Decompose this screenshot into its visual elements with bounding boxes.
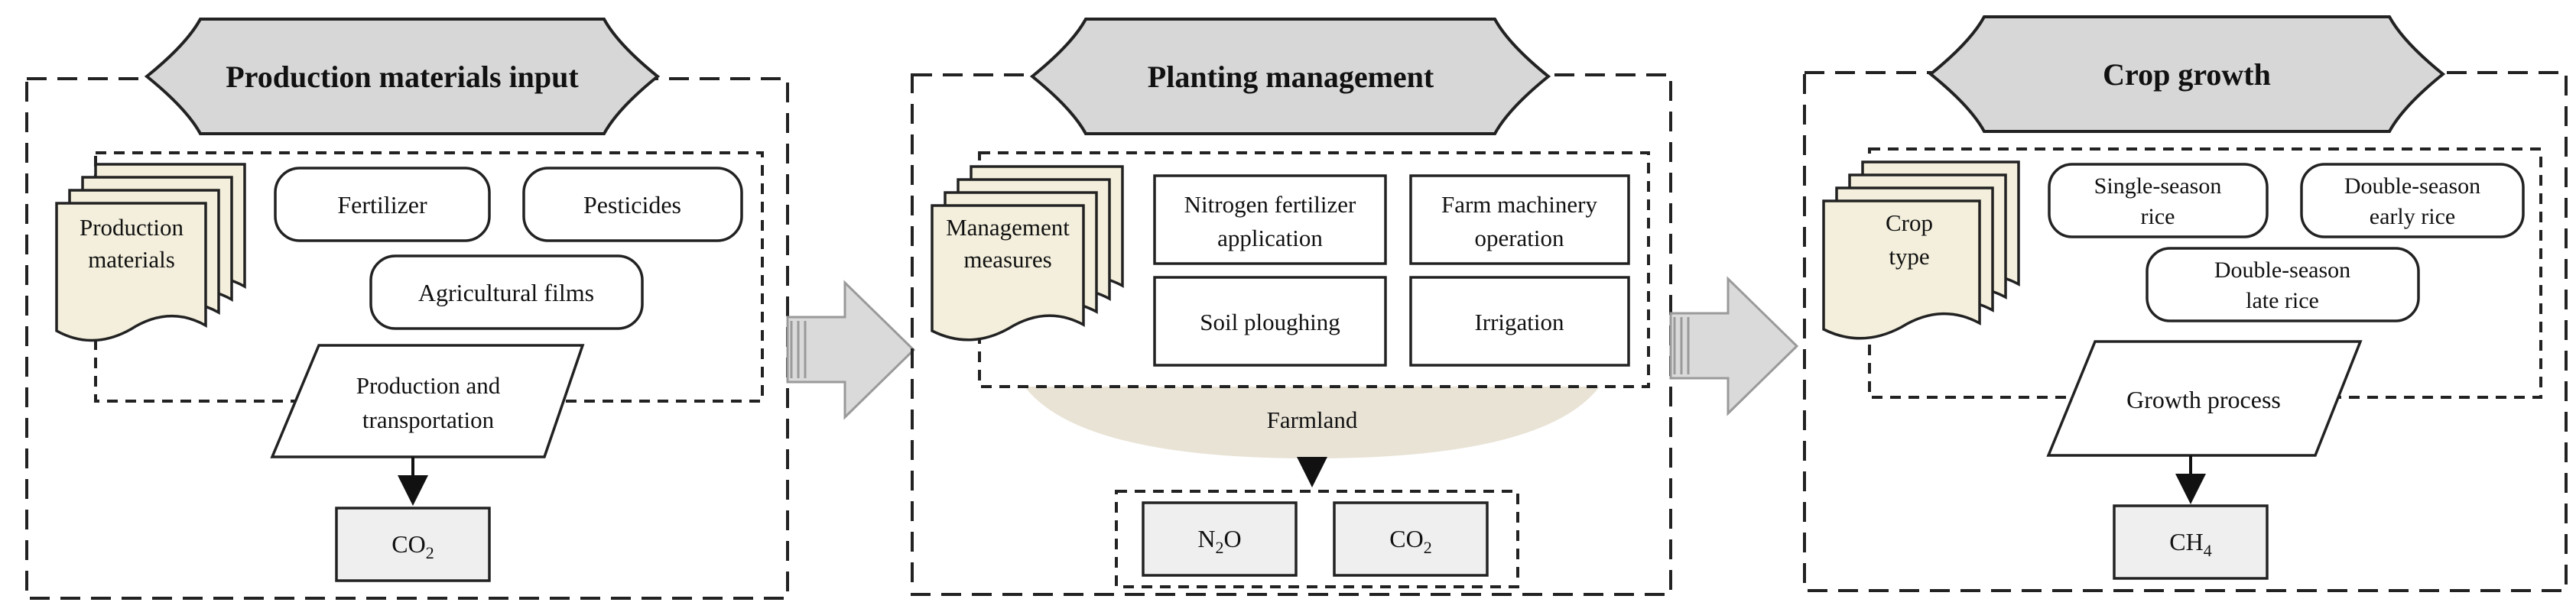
document-label-line-1: Production bbox=[80, 214, 184, 241]
double-season-late-rice-box bbox=[2146, 247, 2420, 322]
nitrogen-fertilizer-line-1: Nitrogen fertilizer bbox=[1184, 191, 1356, 218]
document-label-line-1: Crop bbox=[1886, 209, 1933, 236]
co2-emission-box bbox=[1333, 501, 1489, 577]
flow-arrow-1 bbox=[786, 280, 916, 420]
irrigation-box bbox=[1409, 276, 1630, 367]
co2-emission-box bbox=[335, 507, 491, 582]
panel-title: Production materials input bbox=[226, 60, 579, 94]
ch4-emission-box bbox=[2113, 504, 2269, 580]
ch4-emission-label: CH4 bbox=[2169, 528, 2211, 560]
co2-emission-label: CO2 bbox=[1389, 525, 1431, 557]
fertilizer-box bbox=[274, 167, 491, 242]
production-transport-process bbox=[270, 344, 585, 458]
panel-production-materials-input: Production materials input Production ma… bbox=[25, 18, 789, 600]
agricultural-films-box bbox=[369, 254, 644, 330]
agricultural-films-label: Agricultural films bbox=[418, 279, 594, 306]
document-label-line-1: Management bbox=[946, 214, 1070, 241]
double-season-early-rice-line-1: Double-season bbox=[2344, 173, 2480, 199]
crop-type-document-icon bbox=[1822, 160, 2020, 340]
panel-title-banner bbox=[1029, 18, 1551, 135]
pesticides-label: Pesticides bbox=[583, 191, 681, 219]
flow-arrow-2 bbox=[1669, 276, 1799, 416]
single-season-rice-line-1: Single-season bbox=[2094, 173, 2222, 199]
document-label-line-2: type bbox=[1889, 243, 1929, 270]
emissions-group-border bbox=[1115, 490, 1519, 588]
irrigation-label: Irrigation bbox=[1474, 309, 1564, 335]
panel-title-banner bbox=[1928, 15, 2446, 133]
soil-ploughing-label: Soil ploughing bbox=[1200, 309, 1340, 335]
management-measures-document-icon bbox=[931, 165, 1124, 342]
double-season-early-rice-box bbox=[2300, 163, 2525, 238]
document-label-line-2: measures bbox=[963, 246, 1051, 273]
farmland-label: Farmland bbox=[1267, 406, 1358, 433]
panel-crop-growth: Crop growth Crop type Single-season rice… bbox=[1803, 15, 2568, 592]
double-season-late-rice-line-1: Double-season bbox=[2214, 257, 2350, 283]
nitrogen-fertilizer-line-2: application bbox=[1217, 225, 1323, 251]
pesticides-box bbox=[522, 167, 743, 242]
farmland-base bbox=[1025, 387, 1600, 458]
panel-title-banner bbox=[144, 18, 661, 135]
co2-emission-label: CO2 bbox=[391, 530, 434, 562]
double-season-early-rice-line-2: early rice bbox=[2370, 204, 2455, 229]
panel-planting-management: Farmland Planting management Management … bbox=[911, 18, 1672, 596]
farm-machinery-line-1: Farm machinery bbox=[1441, 191, 1598, 218]
nitrogen-fertilizer-box bbox=[1153, 174, 1387, 265]
document-label-line-2: materials bbox=[88, 246, 175, 273]
fertilizer-label: Fertilizer bbox=[337, 191, 427, 219]
double-season-late-rice-line-2: late rice bbox=[2246, 288, 2319, 313]
growth-process-label: Growth process bbox=[2126, 386, 2281, 413]
n2o-emission-box bbox=[1142, 501, 1298, 577]
single-season-rice-line-2: rice bbox=[2141, 204, 2175, 229]
single-season-rice-box bbox=[2048, 163, 2269, 238]
farm-machinery-line-2: operation bbox=[1474, 225, 1564, 251]
process-label-line-2: transportation bbox=[362, 406, 495, 433]
soil-ploughing-box bbox=[1153, 276, 1387, 367]
panel-title: Planting management bbox=[1148, 60, 1434, 94]
production-materials-document-icon bbox=[55, 163, 246, 342]
growth-process-box bbox=[2046, 340, 2363, 457]
process-label-line-1: Production and bbox=[356, 372, 501, 399]
panel-title: Crop growth bbox=[2103, 57, 2271, 92]
n2o-emission-label: N2O bbox=[1197, 525, 1241, 557]
farm-machinery-box bbox=[1409, 174, 1630, 265]
